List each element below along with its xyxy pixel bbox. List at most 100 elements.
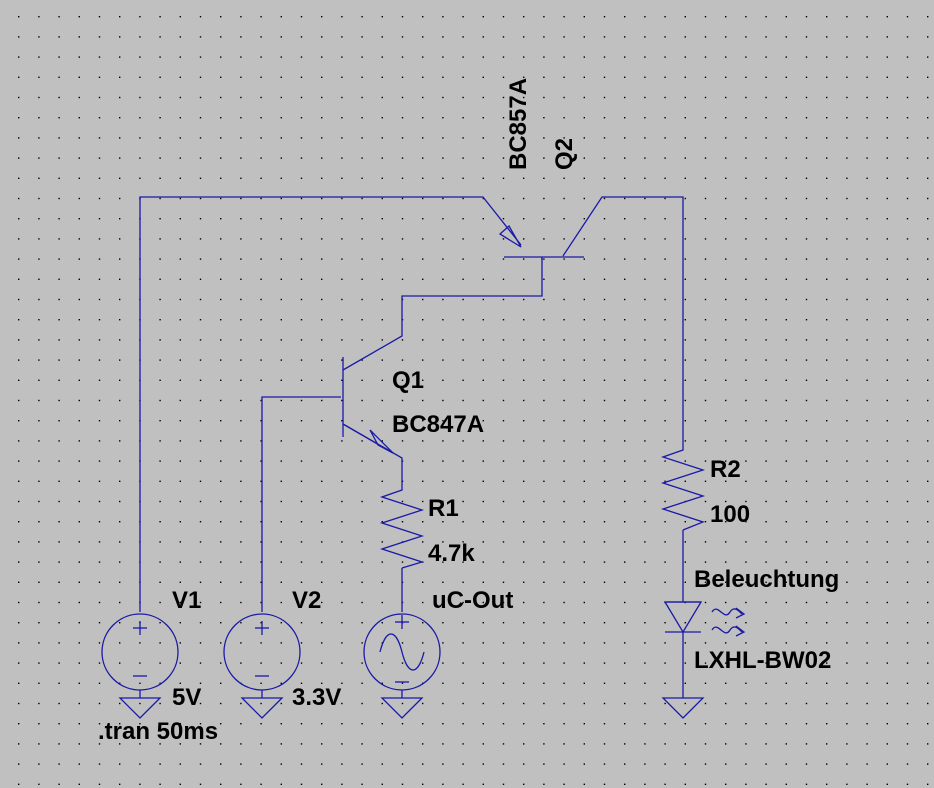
grid-dot — [442, 399, 444, 402]
grid-dot — [240, 480, 242, 482]
uc-out-name-label[interactable]: uC-Out — [432, 587, 513, 614]
grid-dot — [866, 420, 868, 422]
grid-dot — [563, 460, 565, 462]
grid-dot — [401, 399, 404, 402]
v2-value-label[interactable]: 3.3V — [292, 684, 341, 711]
q2-name-label[interactable]: Q2 — [551, 138, 578, 170]
grid-dot — [240, 783, 242, 785]
grid-dot — [401, 278, 404, 280]
grid-dot — [906, 601, 909, 604]
v2-name-label[interactable]: V2 — [292, 587, 321, 614]
q1-transistor-symbol[interactable] — [342, 357, 394, 454]
grid-dot — [886, 177, 888, 179]
led-model-label[interactable]: LXHL-BW02 — [694, 647, 831, 674]
grid-dot — [502, 682, 505, 684]
grid-dot — [644, 743, 646, 745]
wire-q2-base-to-q1-collector[interactable] — [342, 258, 543, 371]
grid-dot — [341, 500, 343, 503]
q2-model-label[interactable]: BC857A — [505, 78, 532, 170]
led-diode-symbol[interactable] — [661, 601, 746, 719]
grid-dot — [260, 157, 262, 159]
v1-value-label[interactable]: 5V — [172, 684, 201, 711]
grid-dot — [502, 76, 505, 78]
grid-dot — [98, 763, 101, 765]
v1-name-label[interactable]: V1 — [172, 587, 201, 614]
grid-dot — [886, 218, 888, 220]
grid-dot — [785, 723, 787, 725]
grid-dot — [765, 76, 767, 78]
grid-dot — [826, 743, 828, 745]
grid-dot — [280, 420, 282, 422]
grid-dot — [563, 379, 565, 381]
grid-dot — [886, 197, 888, 200]
grid-dot — [422, 137, 424, 139]
grid-dot — [422, 298, 424, 301]
q1-name-label[interactable]: Q1 — [392, 367, 424, 394]
grid-dot — [199, 177, 202, 179]
grid-dot — [98, 319, 101, 321]
grid-dot — [422, 581, 424, 583]
r1-value-label[interactable]: 4.7k — [428, 540, 475, 567]
v1-voltage-source-symbol[interactable] — [101, 613, 179, 719]
grid-dot — [361, 783, 363, 785]
grid-dot — [765, 339, 767, 341]
grid-dot — [725, 197, 727, 200]
grid-dot — [38, 521, 40, 523]
r2-value-label[interactable]: 100 — [710, 501, 750, 528]
r1-resistor-symbol[interactable] — [379, 484, 425, 569]
grid-dot — [58, 521, 60, 523]
grid-dot — [624, 36, 626, 38]
q2-transistor-symbol[interactable] — [498, 224, 584, 260]
grid-dot — [179, 258, 181, 260]
grid-dot — [543, 359, 545, 361]
grid-dot — [624, 601, 626, 604]
grid-dot — [603, 763, 606, 765]
grid-dot — [927, 420, 929, 422]
grid-dot — [624, 96, 626, 99]
tran-directive[interactable]: .tran 50ms — [98, 718, 218, 745]
grid-dot — [745, 601, 747, 604]
r2-name-label[interactable]: R2 — [710, 456, 741, 483]
grid-dot — [644, 521, 646, 523]
grid-dot — [704, 56, 707, 58]
v2-voltage-source-symbol[interactable] — [223, 613, 301, 719]
grid-dot — [664, 16, 666, 18]
grid-dot — [199, 399, 202, 402]
r2-resistor-symbol[interactable] — [660, 444, 706, 531]
grid-dot — [785, 783, 787, 785]
grid-dot — [321, 702, 323, 705]
grid-dot — [442, 743, 444, 745]
grid-dot — [886, 702, 888, 705]
grid-dot — [927, 541, 929, 543]
grid-dot — [58, 723, 60, 725]
grid-dot — [624, 319, 626, 321]
wire-v2-to-q1-base[interactable] — [261, 396, 341, 612]
grid-dot — [826, 460, 828, 462]
grid-dot — [502, 339, 505, 341]
grid-dot — [563, 783, 565, 785]
grid-dot — [866, 622, 868, 624]
grid-dot — [765, 298, 767, 301]
grid-dot — [321, 561, 323, 563]
q1-model-label[interactable]: BC847A — [392, 411, 484, 438]
grid-dot — [502, 500, 505, 503]
grid-dot — [321, 723, 323, 725]
grid-dot — [38, 36, 40, 38]
grid-dot — [785, 460, 787, 462]
led-name-label[interactable]: Beleuchtung — [694, 566, 839, 593]
grid-dot — [664, 379, 666, 381]
grid-dot — [199, 500, 202, 503]
grid-dot — [644, 76, 646, 78]
grid-dot — [240, 743, 242, 745]
grid-dot — [280, 440, 282, 442]
r1-name-label[interactable]: R1 — [428, 495, 459, 522]
grid-dot — [684, 702, 686, 705]
wire-q2-collector-to-r2[interactable] — [562, 196, 684, 444]
grid-dot — [725, 783, 727, 785]
grid-dot — [523, 763, 525, 765]
uc-out-ac-source-symbol[interactable] — [363, 613, 441, 719]
wire-v1-to-q2-emitter[interactable] — [139, 196, 522, 612]
grid-dot — [321, 359, 323, 361]
grid-dot — [280, 339, 282, 341]
